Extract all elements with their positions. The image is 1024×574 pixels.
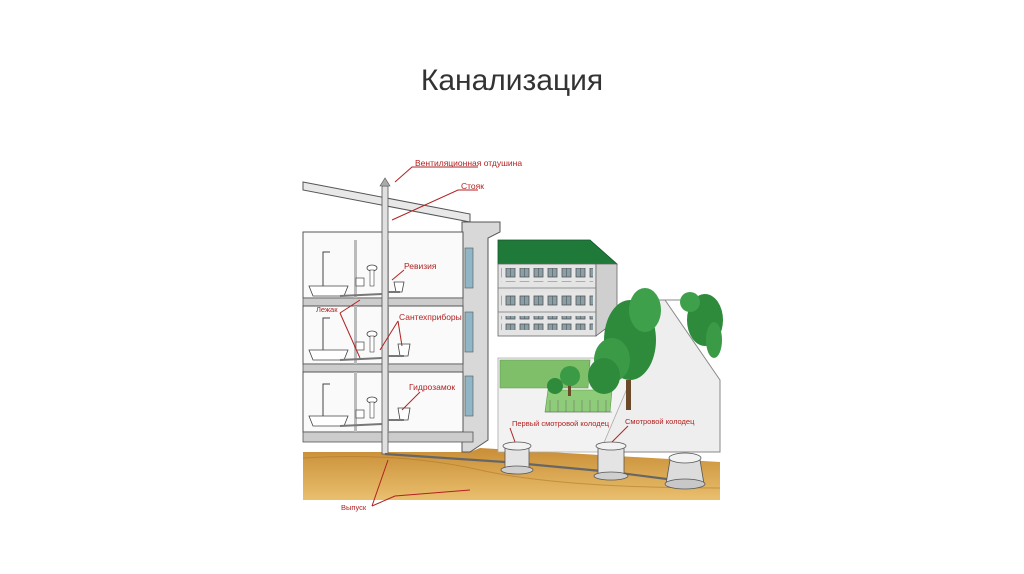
- label-outlet: Выпуск: [341, 503, 367, 512]
- callout-lines: [339, 166, 629, 507]
- label-lezhak: Лежак: [316, 305, 338, 314]
- sanitary-fixtures: [308, 251, 411, 427]
- label-fixtures: Сантехприборы: [399, 312, 462, 322]
- trees: [547, 288, 723, 410]
- label-riser: Стояк: [461, 181, 484, 191]
- background-building: [497, 239, 619, 337]
- label-vent: Вентиляционная отдушина: [415, 158, 522, 168]
- label-first-well: Первый смотровой колодец: [512, 419, 610, 428]
- label-well: Смотровой колодец: [625, 417, 695, 426]
- label-trap: Гидрозамок: [409, 382, 455, 392]
- pipes: [339, 177, 691, 484]
- slide-title: Канализация: [420, 64, 604, 97]
- inspection-wells: [500, 441, 706, 490]
- label-revision: Ревизия: [404, 261, 437, 271]
